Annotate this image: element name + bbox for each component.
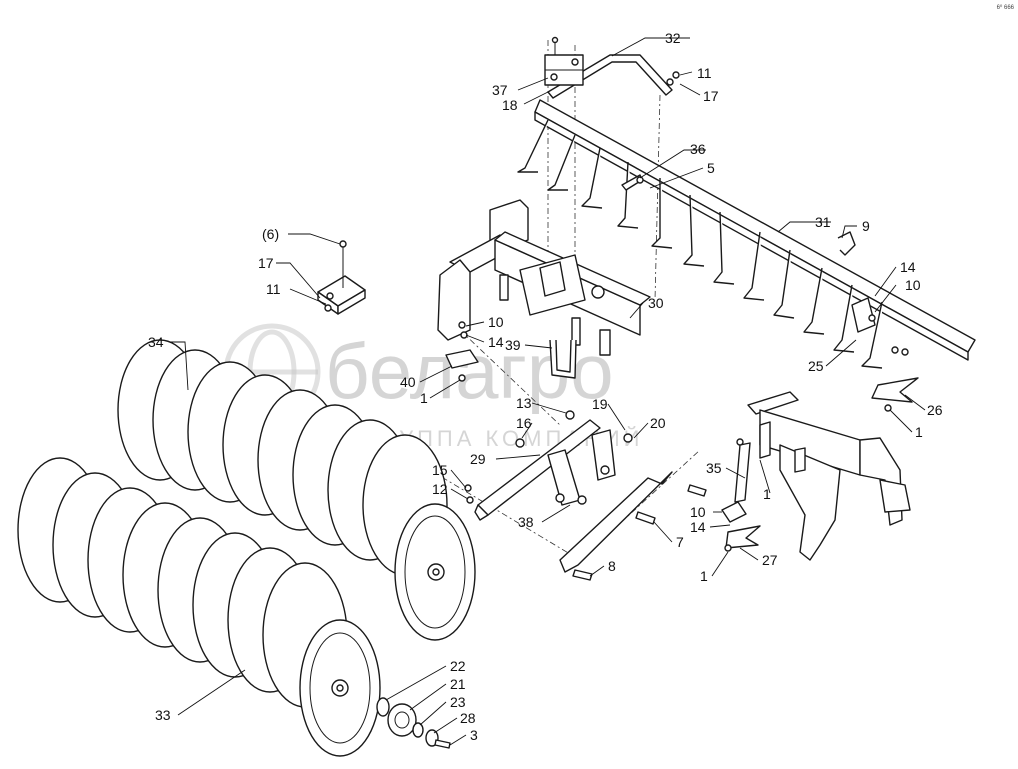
- callout-15: 15: [432, 462, 448, 478]
- callout-26: 26: [927, 402, 943, 418]
- callout-13: 13: [516, 395, 532, 411]
- callout-1: 1: [763, 486, 771, 502]
- callout-10: 10: [690, 504, 706, 520]
- assembly-lines: [429, 40, 701, 561]
- callout-11: 11: [266, 281, 281, 297]
- callout-1: 1: [700, 568, 708, 584]
- callout-33: 33: [155, 707, 171, 723]
- callout-9: 9: [862, 218, 870, 234]
- callout-29: 29: [470, 451, 486, 467]
- roller-part-34: [117, 339, 476, 641]
- leader-lines: [170, 37, 926, 746]
- callout-32: 32: [665, 30, 681, 46]
- roller-part-33: [17, 457, 381, 757]
- callout-labels: 32 11 17 37 18 36 5 (6) 17 11 9 31 14 10…: [148, 30, 943, 743]
- callout-1: 1: [420, 390, 428, 406]
- callout-35: 35: [706, 460, 722, 476]
- side-frame-right: [721, 297, 919, 561]
- callout-10: 10: [488, 314, 504, 330]
- callout-1: 1: [915, 424, 923, 440]
- callout-10: 10: [905, 277, 921, 293]
- callout-34: 34: [148, 334, 164, 350]
- callout-3: 3: [470, 727, 478, 743]
- callout-25: 25: [808, 358, 824, 374]
- callout-22: 22: [450, 658, 466, 674]
- callout-28: 28: [460, 710, 476, 726]
- callout-14: 14: [900, 259, 916, 275]
- callout-11: 11: [697, 65, 712, 81]
- bracket-part-6: [317, 240, 366, 315]
- corner-code: 6⁰ 666: [996, 5, 1014, 11]
- callout-21: 21: [450, 676, 466, 692]
- callout-16: 16: [516, 415, 532, 431]
- callout-19: 19: [592, 396, 608, 412]
- callout-31: 31: [815, 214, 831, 230]
- callout-6: (6): [262, 226, 279, 242]
- callout-17: 17: [258, 255, 274, 271]
- callout-38: 38: [518, 514, 534, 530]
- callout-18: 18: [502, 97, 518, 113]
- callout-12: 12: [432, 481, 448, 497]
- callout-36: 36: [690, 141, 706, 157]
- callout-14: 14: [690, 519, 706, 535]
- callout-5: 5: [707, 160, 715, 176]
- callout-37: 37: [492, 82, 508, 98]
- callout-23: 23: [450, 694, 466, 710]
- callout-40: 40: [400, 374, 416, 390]
- callout-7: 7: [676, 534, 684, 550]
- callout-8: 8: [608, 558, 616, 574]
- callout-39: 39: [505, 337, 521, 353]
- handle-part-32: [544, 36, 680, 99]
- callout-17: 17: [703, 88, 719, 104]
- callout-14: 14: [488, 334, 504, 350]
- tine-bar-part-31: [517, 99, 976, 369]
- linkage-assembly: [464, 410, 707, 581]
- callout-20: 20: [650, 415, 666, 431]
- frame-part-30: [437, 199, 651, 379]
- callout-30: 30: [648, 295, 664, 311]
- bearing-assembly: [376, 697, 451, 749]
- callout-27: 27: [762, 552, 778, 568]
